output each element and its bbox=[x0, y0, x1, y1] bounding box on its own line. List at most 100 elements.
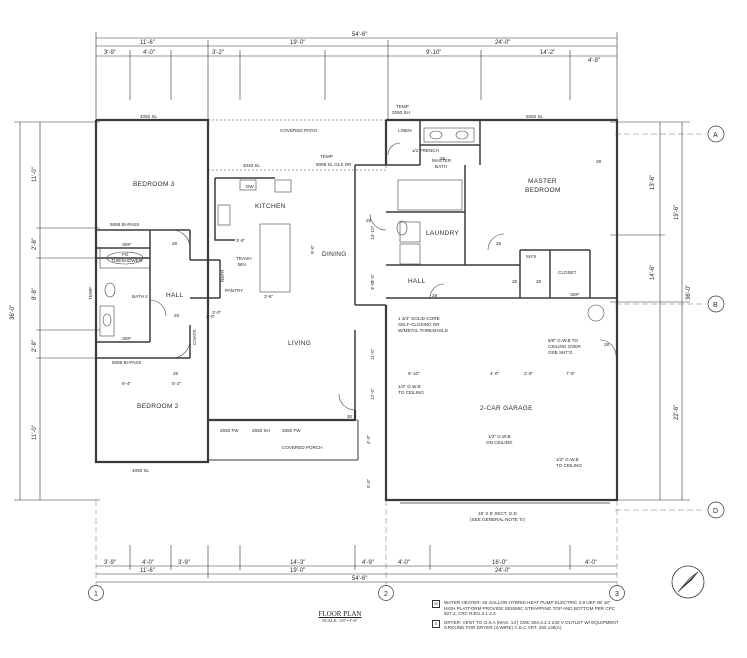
porch-lines bbox=[208, 420, 359, 461]
grid-bubble-d: D bbox=[713, 508, 718, 515]
grid-line-d: D bbox=[615, 501, 725, 519]
dim-bottom-row2: 24'-0" bbox=[495, 568, 510, 574]
room-label-garage: 2-CAR GARAGE bbox=[480, 405, 533, 412]
dim-interior: 3'-0" bbox=[206, 314, 216, 319]
window-label: 4050 SL bbox=[140, 114, 158, 119]
kitchen-island bbox=[259, 223, 291, 293]
dim-bottom-row1: 4'-9" bbox=[362, 560, 374, 566]
room-label-kitchen: KITCHEN bbox=[255, 203, 286, 210]
room-label-laundry: LAUNDRY bbox=[426, 230, 459, 237]
grid-col-1: 1 bbox=[88, 500, 104, 601]
grid-bubble-2: 2 bbox=[384, 591, 388, 598]
room-label-master-bath-1: MASTER bbox=[432, 158, 452, 163]
dim-top-inner: 14'-2" bbox=[540, 50, 555, 56]
note-garage-door: 16' X 8' SECT. G.D bbox=[478, 511, 517, 516]
door-size: 28 bbox=[596, 159, 602, 164]
note-gwb-ceiling: TO CEILING bbox=[398, 390, 424, 395]
dim-interior: 3'-0" bbox=[212, 310, 222, 315]
dryer bbox=[399, 243, 421, 265]
window-label: 2050 SH bbox=[392, 110, 410, 115]
label-tub-2: TUB/SHOWER bbox=[111, 258, 143, 263]
dim-top-inner: 3'-9" bbox=[104, 50, 116, 56]
door-size: 30 bbox=[347, 414, 353, 419]
dim-interior: 6'-4" bbox=[122, 381, 132, 386]
note-gwb-ceiling: 1/2" G.W.B bbox=[398, 384, 421, 389]
room-label-bedroom3: BEDROOM 3 bbox=[133, 181, 175, 188]
dim-interior: 3'-6" bbox=[236, 238, 246, 243]
room-label-hall-right: HALL bbox=[408, 278, 426, 285]
bottom-dimension-strings bbox=[96, 545, 617, 583]
room-label-hall-left: HALL bbox=[166, 292, 184, 299]
title-block: FLOOR PLAN SCALE: 1/8"=1'-0" bbox=[300, 610, 380, 623]
door-size: 28 bbox=[432, 293, 438, 298]
note-solid-core: SELF-CLOSING DR bbox=[398, 322, 440, 327]
top-dimension-strings bbox=[95, 32, 618, 120]
dim-top-inner: 3'-2" bbox=[212, 50, 224, 56]
window-label: 5068 BI-PASS bbox=[112, 360, 141, 365]
temp-label: TEMP bbox=[396, 104, 409, 109]
dim-interior: 12'-0" bbox=[370, 388, 375, 400]
dim-bottom-row2: 11'-6" bbox=[140, 568, 155, 574]
note-solid-core: 1 3/4" SOLID-CORE bbox=[398, 316, 440, 321]
note-key: W bbox=[432, 600, 440, 608]
temp-label: TEMP bbox=[88, 287, 93, 300]
note-garage-door: (SEE GENERAL NOTE '5') bbox=[470, 517, 525, 522]
door-size: 28 bbox=[172, 241, 178, 246]
room-label-master-2: BEDROOM bbox=[525, 187, 561, 194]
grid-bubble-a: A bbox=[713, 132, 718, 139]
note-gwb-right: TO CEILING bbox=[556, 463, 582, 468]
label-trash-1: TRASH bbox=[236, 256, 252, 261]
note-gwb-on: 1/2" G.W.B bbox=[488, 434, 511, 439]
grid-col-2: 2 bbox=[378, 500, 394, 601]
dim-bottom-row2: 19'-0" bbox=[290, 568, 305, 574]
dim-bottom-row1: 4'-0" bbox=[585, 560, 597, 566]
dim-interior: 9'-10" bbox=[408, 371, 420, 376]
dim-bottom-row1: 4'-0" bbox=[398, 560, 410, 566]
master-shower bbox=[397, 179, 463, 211]
toilet-bath2 bbox=[104, 282, 116, 298]
note-text: WATER HEATER: 40 GALLON HYBRID HEAT PUMP… bbox=[444, 600, 616, 617]
grid-col-3: 3 bbox=[609, 500, 625, 601]
temp-label: TEMP bbox=[320, 154, 333, 159]
note-gwb: 5/8" G.W.B TO bbox=[548, 338, 578, 343]
garage-door bbox=[400, 499, 610, 504]
window-label: 2650 FW bbox=[282, 428, 301, 433]
window-label: 6068 SL GLS DR bbox=[316, 162, 352, 167]
dim-interior: 11'-0" bbox=[370, 348, 375, 360]
dim-interior: 4'-0" bbox=[366, 434, 371, 444]
dim-left: 2'-8" bbox=[32, 238, 38, 250]
dim-right: 14'-6" bbox=[650, 265, 656, 280]
dim-bottom-row1: 16'-0" bbox=[492, 560, 507, 566]
room-label-covered-porch: COVERED PORCH bbox=[282, 445, 323, 450]
dim-overall-top: 54'-6" bbox=[352, 32, 367, 38]
dim-interior: 4'-0" bbox=[490, 371, 500, 376]
general-notes: W WATER HEATER: 40 GALLON HYBRID HEAT PU… bbox=[432, 600, 622, 634]
grid-bubble-1: 1 bbox=[94, 591, 98, 598]
window-label: 2650 SH bbox=[252, 428, 270, 433]
door-size: 28 bbox=[173, 371, 179, 376]
right-dimension-strings bbox=[610, 121, 690, 501]
dim-top-inner: 4'-9" bbox=[588, 58, 600, 64]
dim-interior: 7'-6" bbox=[566, 371, 576, 376]
room-label-master-bath-2: BATH bbox=[435, 164, 447, 169]
left-dimension-strings bbox=[14, 121, 100, 501]
label-sep-3: SEP bbox=[570, 292, 579, 297]
note-gwb: CEILING OVER bbox=[548, 344, 581, 349]
plan-title: FLOOR PLAN bbox=[318, 610, 362, 618]
dim-right-overall: 36'-0" bbox=[686, 285, 692, 300]
dim-interior: 14'-10" bbox=[370, 225, 375, 240]
dim-bottom-row1: 3'-9" bbox=[178, 560, 190, 566]
dim-interior: 3'-0" bbox=[370, 280, 375, 290]
plan-scale: SCALE: 1/8"=1'-0" bbox=[322, 618, 358, 623]
dim-left: 8'-8" bbox=[32, 288, 38, 300]
interior-walls bbox=[96, 120, 617, 500]
room-label-bedroom2: BEDROOM 2 bbox=[137, 403, 179, 410]
dim-left-overall: 36'-0" bbox=[10, 305, 16, 320]
room-label-master-1: MASTER bbox=[528, 178, 557, 185]
note-item: W WATER HEATER: 40 GALLON HYBRID HEAT PU… bbox=[432, 600, 622, 617]
room-label-pantry: PANTRY bbox=[225, 288, 243, 293]
door-swings bbox=[149, 142, 617, 411]
master-vanity bbox=[423, 127, 475, 143]
door-size: 28 bbox=[366, 218, 372, 223]
